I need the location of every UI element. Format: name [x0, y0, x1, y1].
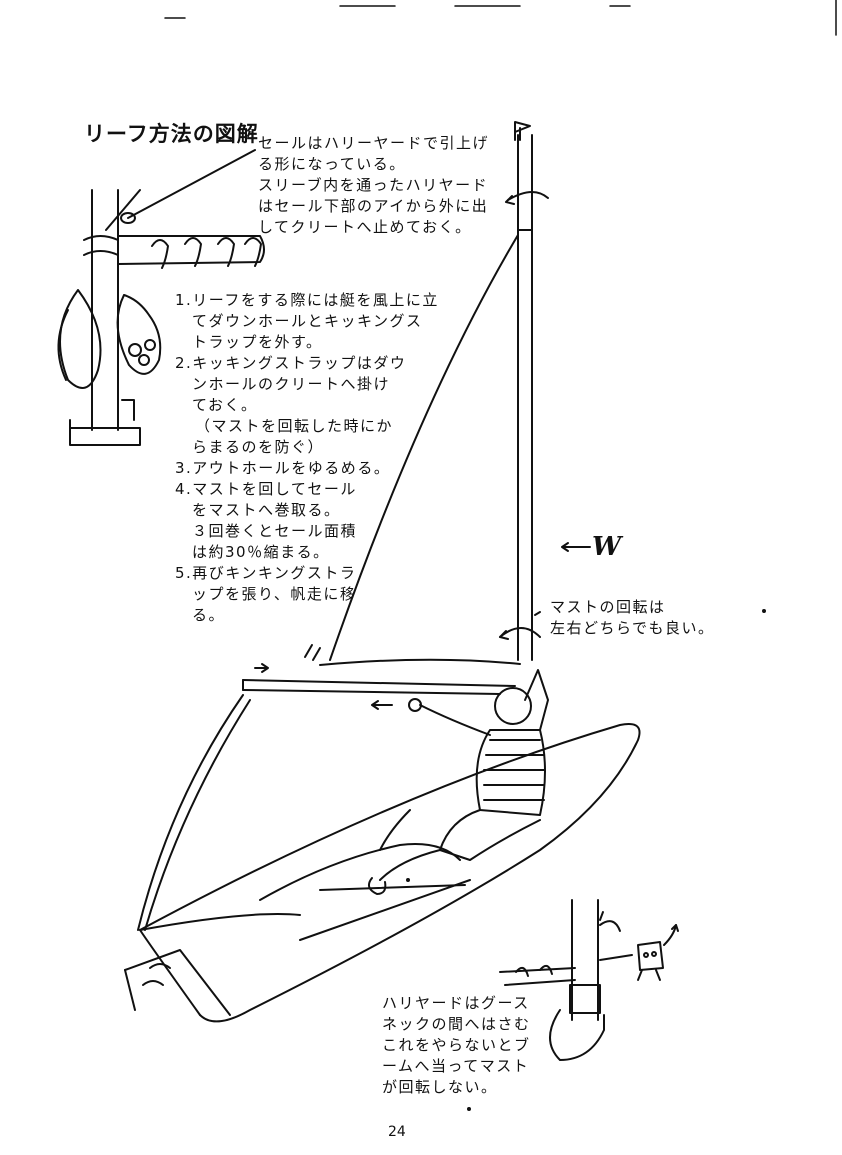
specks — [406, 609, 766, 1111]
reefing-steps: 1.リーフをする際には艇を風上に立 てダウンホールとキッキングス トラップを外す… — [175, 290, 439, 626]
halyard-note-line: スリーブ内を通ったハリヤード — [258, 176, 489, 194]
step-line: ンホールのクリートへ掛け — [192, 375, 391, 393]
gooseneck-detail — [499, 899, 679, 1061]
wind-direction-label: W — [592, 532, 622, 562]
step-line: をマストへ巻取る。 — [192, 501, 341, 519]
page-title: リーフ方法の図解 — [84, 122, 259, 146]
halyard-note: セールはハリーヤードで引上げ る形になっている。 スリーブ内を通ったハリヤード … — [258, 133, 489, 238]
scan-marks — [164, 0, 837, 36]
step-line: トラップを外す。 — [192, 333, 323, 351]
step-line: てダウンホールとキッキングス — [192, 312, 423, 330]
page-number: 24 — [388, 1124, 406, 1140]
step-line: は約30％縮まる。 — [192, 543, 330, 561]
halyard-note-line: してクリートへ止めておく。 — [258, 218, 472, 236]
gooseneck-note-line: これをやらないとブ — [382, 1036, 531, 1054]
step-line: らまるのを防ぐ） — [192, 438, 325, 456]
step-line: 5.再びキンキングストラ — [175, 564, 357, 582]
step-line: （マストを回転した時にか — [195, 417, 394, 435]
mast-note-line: マストの回転は — [550, 598, 666, 616]
step-line: ておく。 — [192, 396, 258, 414]
boat-hull — [124, 694, 641, 1023]
mast-rotation-note: マストの回転は 左右どちらでも良い。 — [550, 597, 715, 639]
step-line: 4.マストを回してセール — [175, 480, 357, 498]
mast-note-line: 左右どちらでも良い。 — [550, 619, 715, 637]
mast-cleat-detail — [57, 149, 265, 446]
sailor-figure — [367, 669, 549, 895]
gooseneck-note-line: ネックの間へはさむ — [382, 1015, 531, 1033]
step-line: 2.キッキングストラップはダウ — [175, 354, 407, 372]
step-line: る。 — [192, 606, 226, 624]
step-line: 1.リーフをする際には艇を風上に立 — [175, 291, 439, 309]
step-line: 3.アウトホールをゆるめる。 — [175, 459, 391, 477]
halyard-note-line: はセール下部のアイから外に出 — [258, 197, 489, 215]
gooseneck-note-line: ームへ当ってマスト — [382, 1057, 530, 1075]
gooseneck-note-line: が回転しない。 — [382, 1078, 498, 1096]
gooseneck-note-line: ハリヤードはグース — [382, 994, 530, 1012]
step-line: ップを張り、帆走に移 — [192, 585, 357, 603]
gooseneck-note: ハリヤードはグース ネックの間へはさむ これをやらないとブ ームへ当ってマスト … — [382, 993, 531, 1098]
halyard-note-line: セールはハリーヤードで引上げ — [258, 134, 490, 152]
step-line: ３回巻くとセール面積 — [192, 522, 358, 540]
halyard-note-line: る形になっている。 — [258, 155, 406, 173]
mast-and-sail — [242, 121, 591, 710]
